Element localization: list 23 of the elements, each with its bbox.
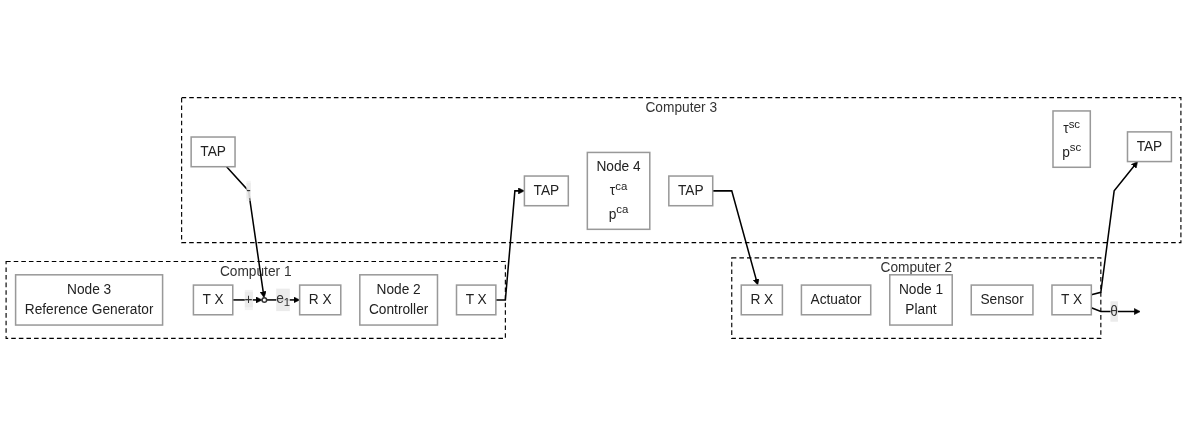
node-box: TAP	[190, 136, 236, 168]
node-box: Node 4 τ$^{ca}$ p$^{ca}$	[586, 151, 651, 231]
node-box: TAP	[523, 175, 570, 207]
node-box: T X	[192, 284, 234, 316]
node-box: Sensor	[970, 284, 1034, 316]
node-circle	[261, 296, 268, 303]
arrow	[495, 187, 525, 301]
node-box: T X	[455, 284, 497, 316]
edge-label: θ	[1110, 303, 1118, 319]
node-box: TAP	[668, 175, 714, 207]
edge-label: +	[244, 291, 253, 308]
node-box: R X	[298, 284, 342, 316]
node-box: τ$^{sc}$ p$^{sc}$	[1052, 110, 1092, 169]
node-box: R X	[740, 284, 784, 316]
node-box: Node 3 Reference Generator	[14, 274, 164, 326]
node-box: Node 1 Plant	[889, 274, 953, 326]
edge-label: e$_{1}$	[276, 290, 291, 309]
edge-label: -	[246, 182, 251, 199]
node-box: T X	[1051, 284, 1093, 316]
node-box: Actuator	[800, 284, 872, 316]
arrow	[225, 165, 267, 298]
node-box: TAP	[1126, 131, 1173, 163]
node-box: Node 2 Controller	[359, 274, 439, 326]
